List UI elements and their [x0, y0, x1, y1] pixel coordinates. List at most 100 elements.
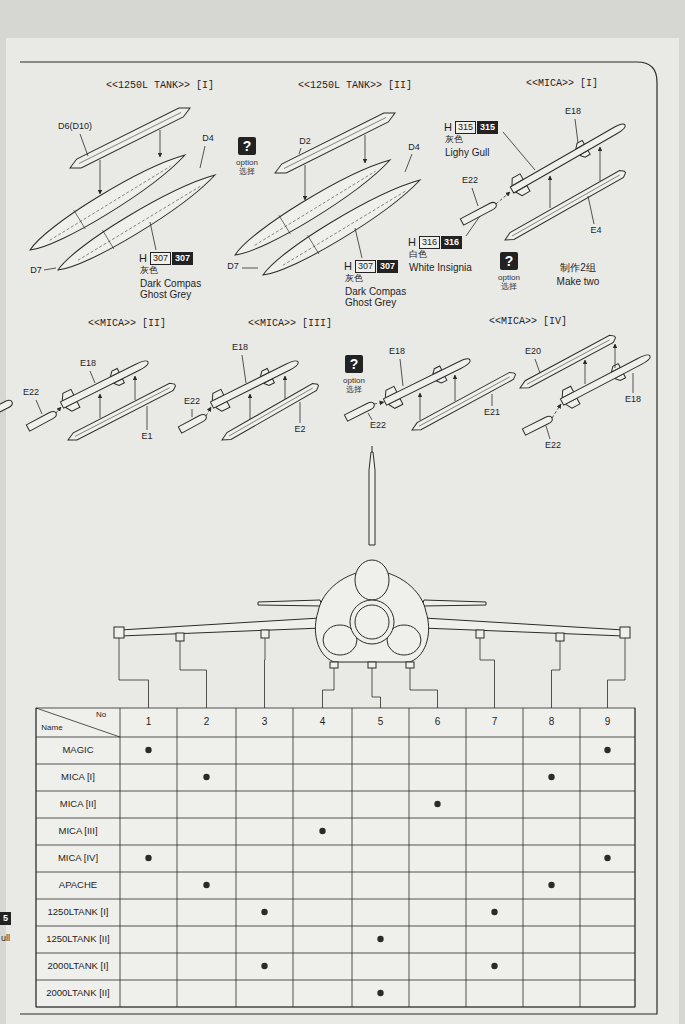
option-caption: option 选择: [338, 376, 370, 394]
table-rule: [177, 708, 178, 1007]
option-mark: ?: [238, 137, 256, 155]
canard: [422, 600, 486, 606]
nozzle-body: [178, 413, 207, 433]
leader-line: [36, 400, 42, 414]
leader-line: [300, 402, 301, 423]
station-leader: [264, 638, 266, 708]
assembly-arrow: [615, 344, 616, 368]
part-number: D2: [299, 137, 311, 147]
assembly-arrow: [100, 394, 101, 418]
table-header: No: [96, 711, 106, 720]
assembly-arrow: [374, 402, 384, 404]
rail-line: [512, 175, 620, 236]
station-dot: [145, 855, 151, 861]
table-row-name: APACHE: [59, 880, 97, 890]
leader-line: [633, 373, 634, 393]
assembly-arrow: [365, 135, 366, 163]
section-title: <<1250L TANK>> [II]: [298, 80, 412, 91]
part-number: E22: [462, 176, 478, 186]
color-note: H: [444, 121, 452, 133]
missile-part: [557, 347, 654, 411]
rail-line: [229, 388, 313, 436]
station-dot: [203, 774, 209, 780]
rail-body: [503, 169, 627, 244]
paint-code: 307: [380, 261, 395, 272]
station-dot: [548, 774, 554, 780]
wingtip-rail: [620, 627, 630, 638]
color-note: Lighy Gull: [445, 147, 489, 158]
fin-probe: [372, 446, 373, 452]
option-caption: option 选择: [231, 158, 263, 176]
page-frame: [20, 62, 657, 1014]
color-note: 灰色: [140, 266, 158, 276]
leader-line: [192, 409, 193, 417]
table-rule: [36, 1007, 635, 1008]
table-rule: [36, 899, 635, 900]
table-rule: [523, 708, 524, 1007]
assembly-arrow: [135, 376, 136, 400]
fuel-tank: [52, 166, 220, 280]
station-dot: [261, 963, 267, 969]
pylon-line: [284, 117, 386, 168]
assembly-arrow: [305, 165, 306, 200]
table-header: 6: [435, 716, 441, 727]
station-dot: [548, 882, 554, 888]
leader-line: [80, 134, 88, 156]
station-dot: [491, 909, 497, 915]
header-diagonal: [36, 708, 120, 737]
table-rule: [236, 708, 237, 1007]
table-header: 7: [492, 716, 498, 727]
table-header: 5: [378, 716, 384, 727]
part-number: D4: [408, 143, 420, 153]
leader-line: [535, 359, 540, 373]
paint-code-box: 315: [455, 121, 476, 134]
station-dot: [604, 855, 610, 861]
table-border: [36, 708, 635, 1007]
station-leader: [119, 638, 149, 708]
table-header: Name: [41, 724, 62, 733]
assembly-arrow: [206, 407, 211, 416]
tank-seam: [74, 210, 85, 229]
leader-line: [466, 216, 480, 236]
option-icon: ?option 选择: [345, 355, 363, 373]
station-dot: [145, 747, 151, 753]
option-icon: ?option 选择: [500, 252, 518, 270]
color-note: Dark Compas Ghost Grey: [140, 278, 212, 300]
table-row-name: MICA [III]: [58, 826, 97, 836]
paint-code-box: 316: [419, 236, 440, 249]
station-dot: [491, 963, 497, 969]
nozzle-body: [344, 401, 375, 421]
section-title: <<MICA>> [II]: [88, 318, 166, 329]
leader-line: [405, 154, 412, 172]
wing-pylon: [476, 630, 484, 638]
section-title: <<1250L TANK>> [I]: [106, 80, 214, 91]
leader-line: [200, 146, 205, 168]
tank-body: [53, 167, 220, 279]
paint-code: 307: [358, 261, 373, 272]
wing-pylon: [176, 633, 184, 641]
leader-line: [400, 359, 403, 386]
tank-seam: [283, 191, 405, 265]
color-note: H: [139, 252, 147, 264]
assembly-arrow: [600, 147, 601, 181]
missile-body: [560, 353, 651, 405]
leader-line: [147, 406, 148, 430]
station-leader: [552, 641, 561, 708]
table-rule: [293, 708, 294, 1007]
table-rule: [580, 708, 581, 1007]
table-row-name: MICA [I]: [61, 772, 95, 782]
wing-pylon: [261, 630, 269, 638]
table-rule: [409, 708, 410, 1007]
note: 制作2组: [560, 262, 596, 273]
leader-line: [44, 268, 56, 270]
color-note: 白色: [409, 250, 427, 260]
paint-code: 307: [153, 253, 168, 264]
launcher-rail: [503, 169, 627, 244]
wing-pylon: [556, 633, 564, 641]
station-table: [36, 638, 635, 1007]
table-rule: [36, 764, 635, 765]
nozzle-part: [522, 415, 553, 435]
table-rule: [635, 708, 636, 1007]
part-number: E22: [184, 397, 200, 407]
part-number: E20: [525, 347, 541, 357]
